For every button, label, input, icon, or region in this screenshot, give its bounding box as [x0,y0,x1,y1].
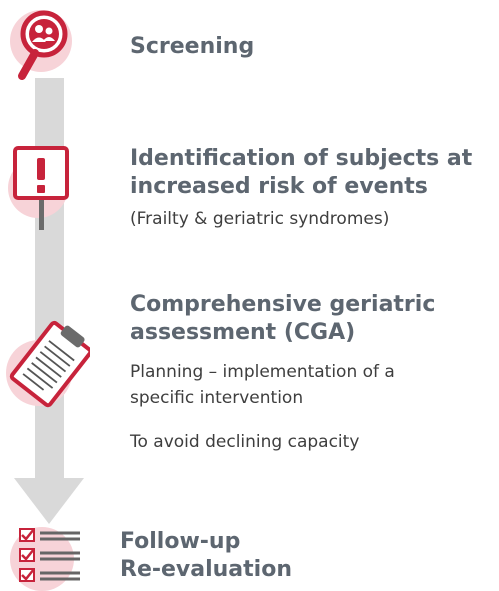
step-2-title-line1: Identification of subjects at [130,146,473,171]
step-3-body-2: To avoid declining capacity [130,432,360,452]
step-2-title-line2: increased risk of events [130,174,428,199]
magnifier-people-icon [18,10,68,80]
step-1-title: Screening [130,34,255,59]
clipboard-icon [9,320,90,408]
flow-arrow-shaft [35,78,64,480]
step-3-title-line1: Comprehensive geriatric [130,292,436,317]
step-3-title-line2: assessment (CGA) [130,320,356,345]
step-3-body-line1: Planning – implementation of a [130,362,395,382]
checklist-icon [19,528,80,582]
flow-arrow-head [14,478,84,524]
step-2-subtitle: (Frailty & geriatric syndromes) [130,209,390,229]
step-4-title-line1: Follow-up [120,529,241,554]
step-3-body-line2: specific intervention [130,388,304,408]
warning-sign-icon [13,146,69,230]
step-4-title-line2: Re-evaluation [120,557,292,582]
